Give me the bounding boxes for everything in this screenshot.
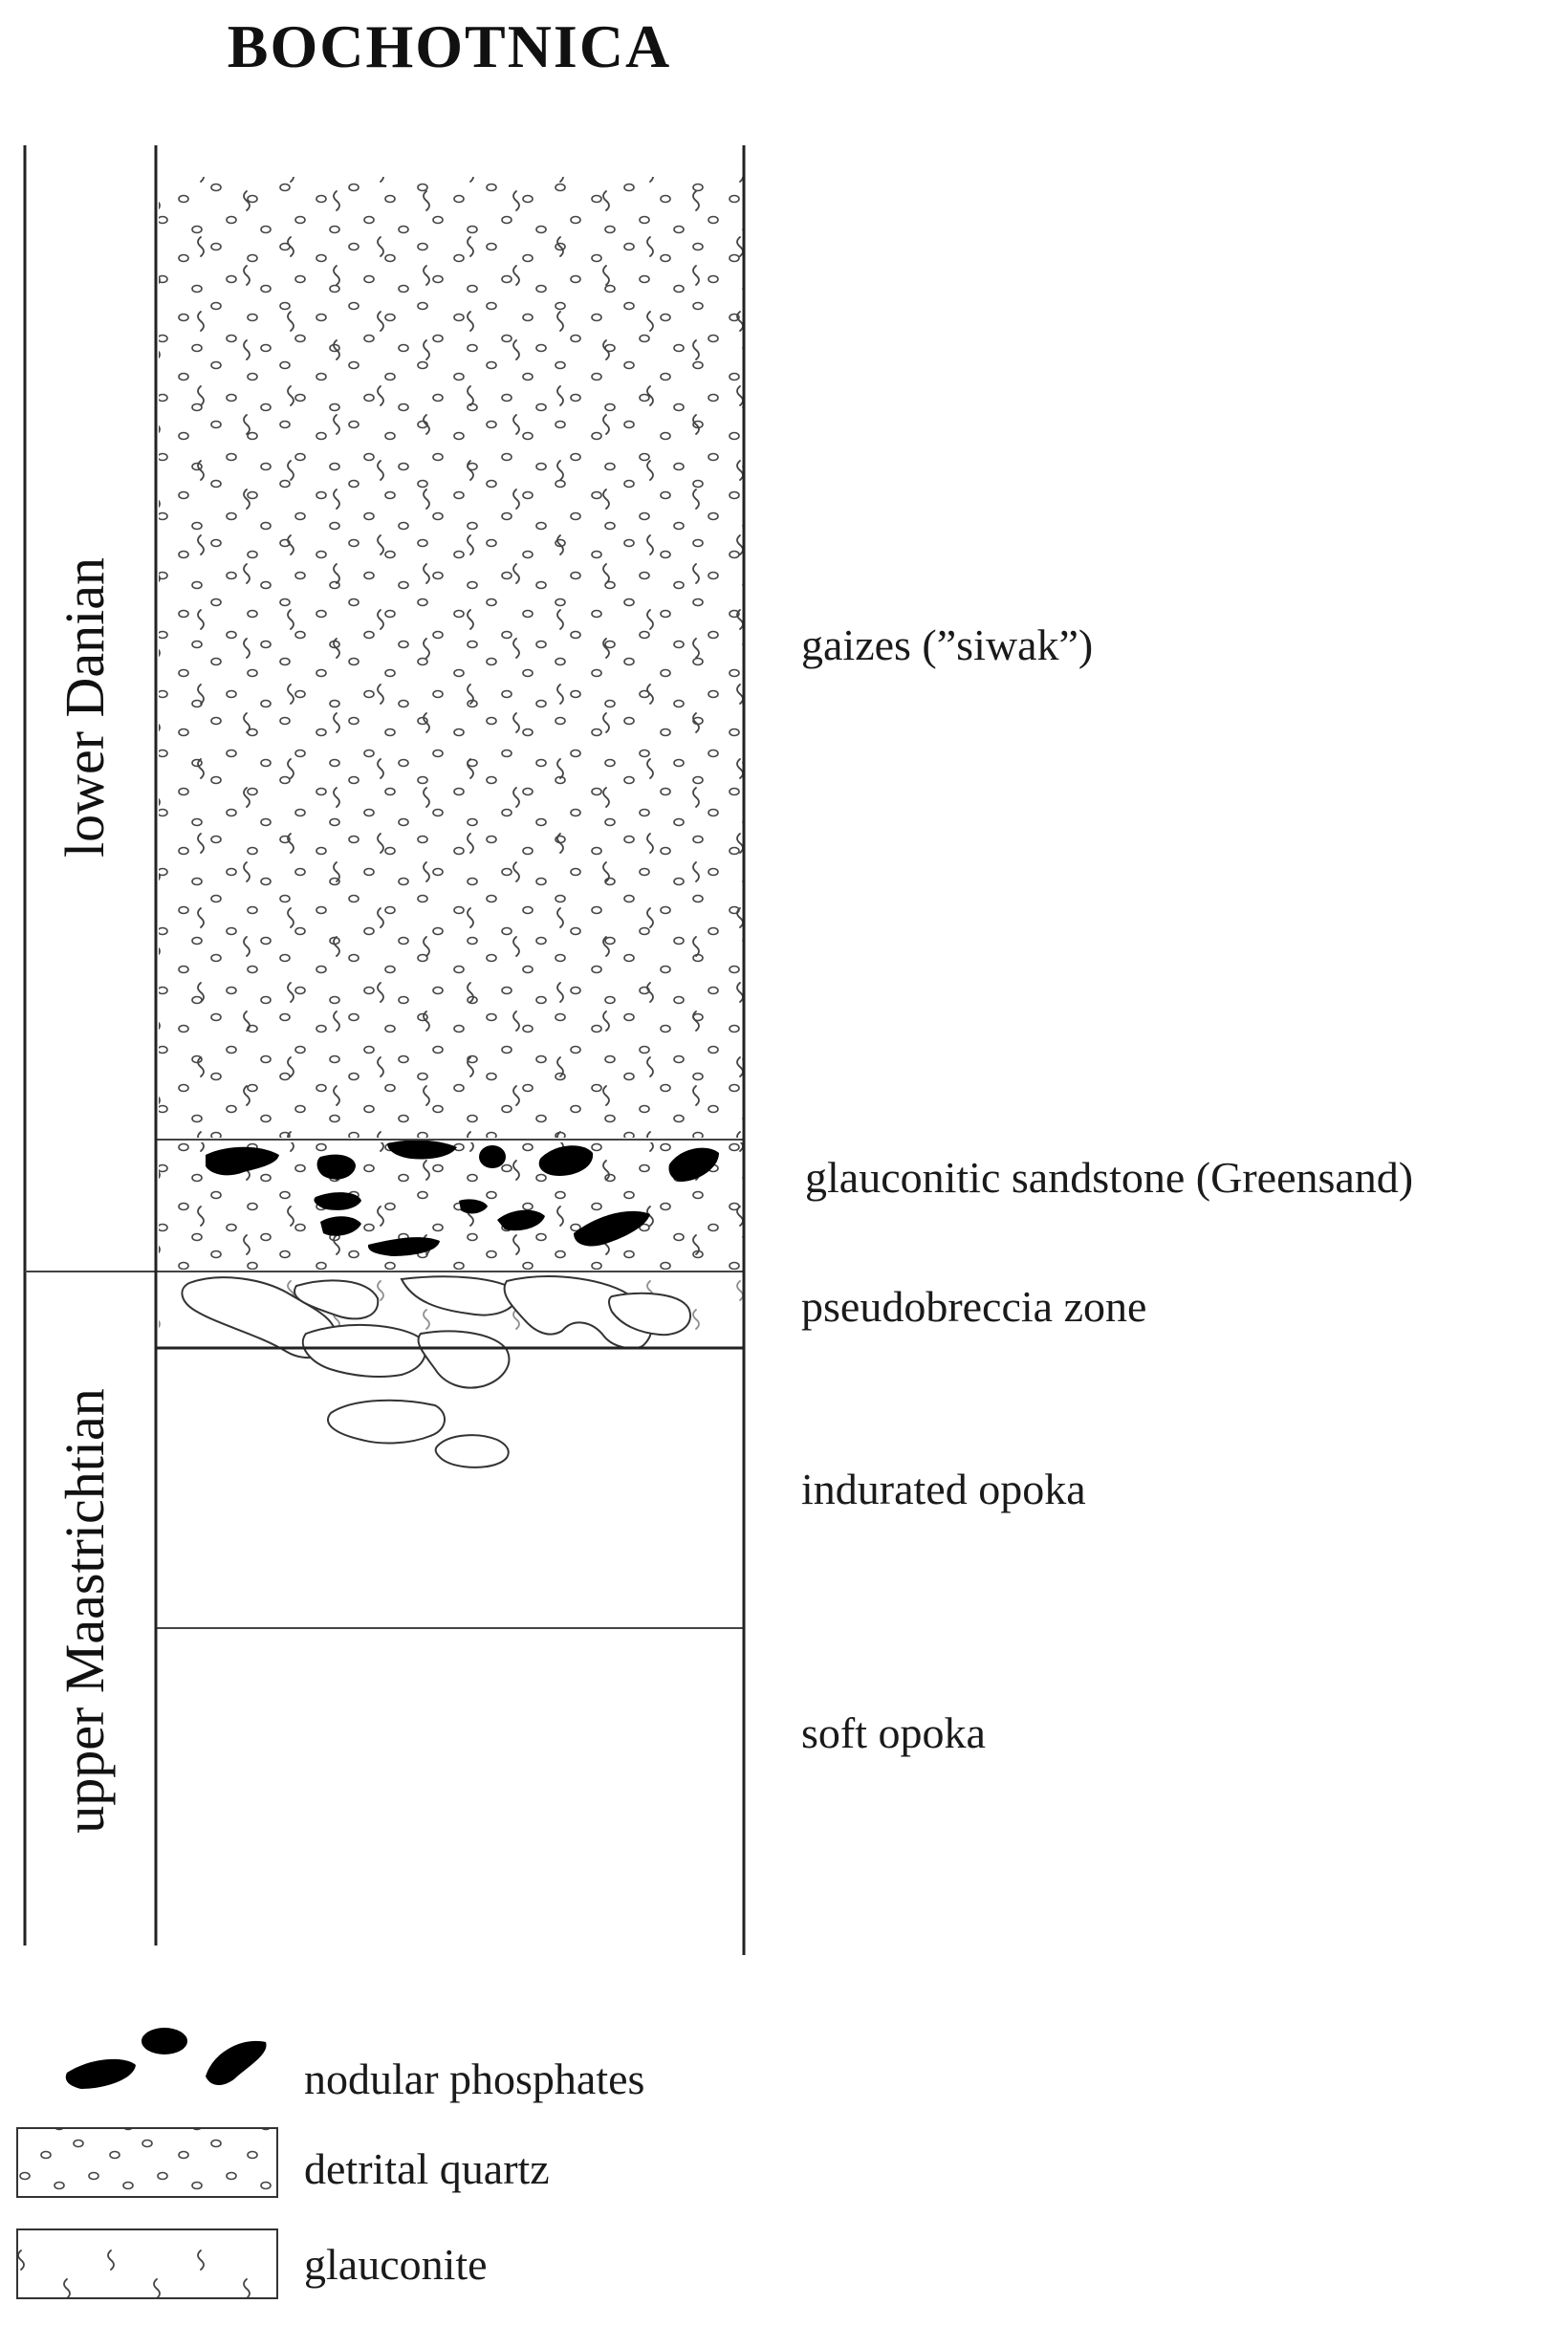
layer-label-soft: soft opoka [801, 1708, 986, 1757]
stage-label-lower-danian: lower Danian [54, 557, 116, 858]
legend-swatch-glauconite [16, 2228, 278, 2299]
stage-column: lower Danian upper Maastrichtian [23, 145, 158, 1946]
nodular-phosphates [206, 1140, 719, 1256]
layer-label-pseudobreccia: pseudobreccia zone [801, 1282, 1146, 1331]
breccia-clasts [181, 1275, 691, 1468]
lithology-column [154, 145, 746, 1955]
layer-label-gaizes: gaizes (”siwak”) [801, 620, 1093, 669]
layer-label-indurated: indurated opoka [801, 1465, 1086, 1513]
legend: nodular phosphates detrital quartz glauc… [16, 2028, 644, 2299]
legend-swatch-detrital-quartz [16, 2127, 278, 2198]
layer-labels: gaizes (”siwak”) glauconitic sandstone (… [801, 620, 1413, 1757]
legend-item-nodular-phosphates: nodular phosphates [65, 2028, 644, 2103]
chart-title: BOCHOTNICA [228, 12, 672, 80]
legend-label-nodular-phosphates: nodular phosphates [304, 2054, 644, 2103]
legend-item-glauconite: glauconite [16, 2228, 488, 2299]
stage-label-upper-maastrichtian: upper Maastrichtian [54, 1388, 116, 1833]
legend-item-detrital-quartz: detrital quartz [16, 2127, 550, 2198]
legend-label-glauconite: glauconite [304, 2240, 488, 2289]
layer-label-greensand: glauconitic sandstone (Greensand) [805, 1153, 1413, 1202]
legend-label-detrital-quartz: detrital quartz [304, 2144, 550, 2193]
